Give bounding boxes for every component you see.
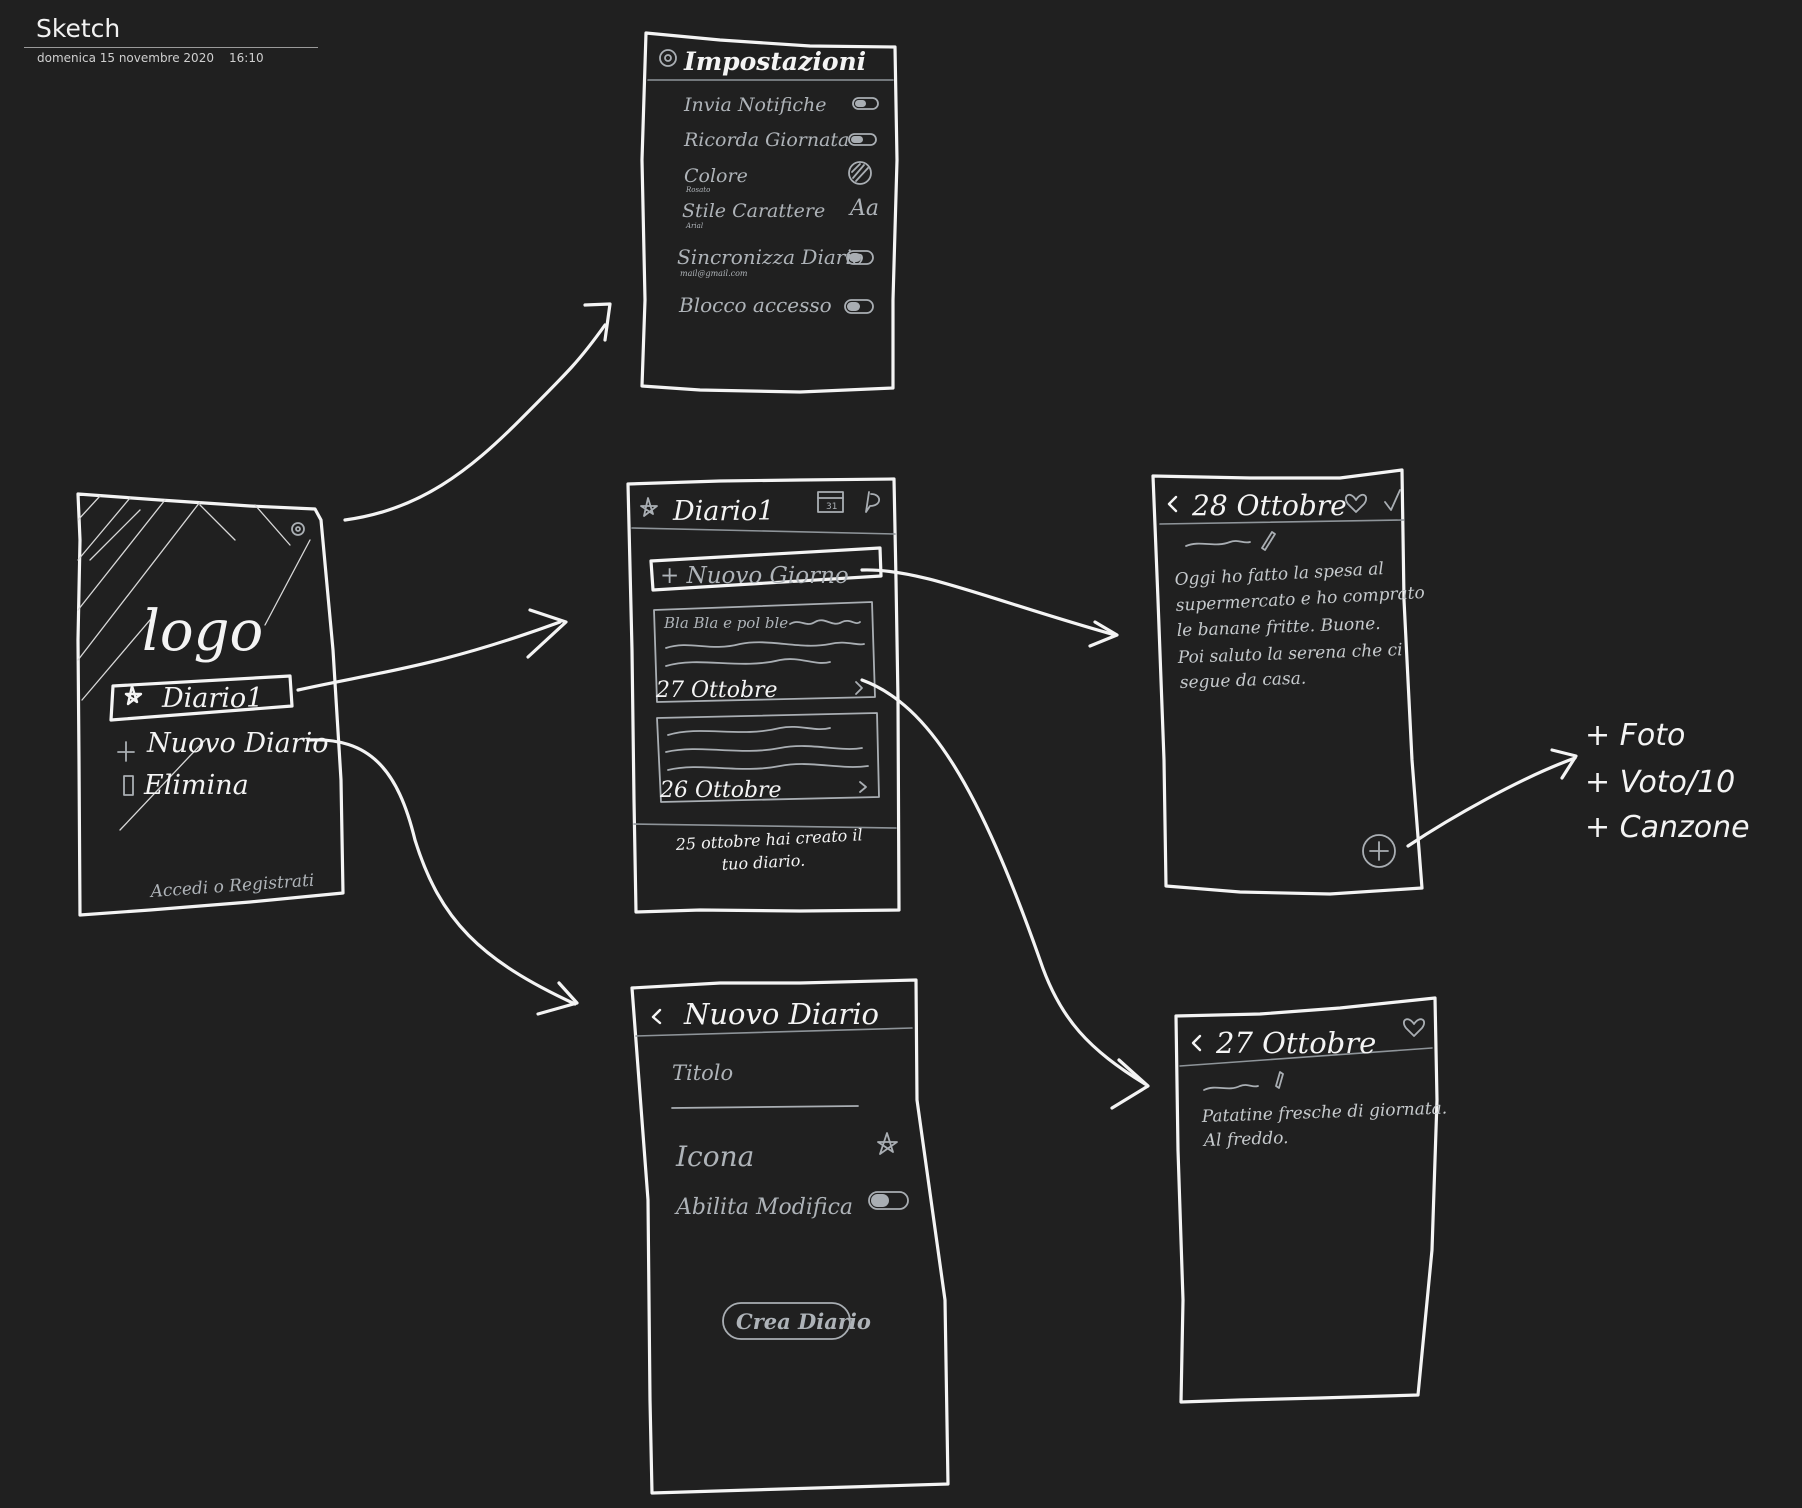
diary-screen-sketch: Diario1 31 + Nuovo Giorno Bla Bla e pol … — [626, 477, 901, 914]
arrow-home-to-diary — [296, 620, 562, 692]
settings-screen-sketch: Impostazioni Invia Notifiche Ricorda Gio… — [640, 31, 899, 394]
pencil-icon[interactable] — [1261, 531, 1276, 551]
settings-title: Impostazioni — [683, 47, 866, 76]
chevron-right-icon[interactable] — [859, 781, 867, 793]
new-diary-title: Nuovo Diario — [683, 997, 879, 1031]
back-arrow-icon[interactable] — [651, 1008, 662, 1025]
create-diary-label[interactable]: Crea Diario — [736, 1309, 871, 1334]
arrow-home-to-new-diary — [306, 738, 577, 1006]
settings-row-sub: Arial — [685, 222, 703, 230]
back-arrow-icon[interactable] — [1191, 1034, 1202, 1052]
add-icon[interactable] — [1362, 834, 1396, 868]
new-day-label[interactable]: + Nuovo Giorno — [660, 563, 849, 589]
settings-row-label: Ricorda Giornata — [683, 129, 849, 151]
page-title: Sketch — [36, 14, 121, 43]
heart-icon[interactable] — [1402, 1018, 1426, 1037]
arrow-entry-to-options — [1406, 756, 1577, 848]
new-diary-screen-sketch: Nuovo Diario Titolo Icona Abilita Modifi… — [630, 978, 950, 1495]
svg-text:31: 31 — [826, 502, 837, 512]
entry-title: 28 Ottobre — [1191, 489, 1347, 522]
home-screen-sketch: logo Diario1 Nuovo Diario Elimina Accedi… — [76, 492, 345, 917]
search-icon[interactable] — [865, 491, 881, 513]
arrow-diary-to-entry — [860, 568, 1117, 637]
diary-footer-line: tuo diario. — [721, 851, 805, 874]
settings-row-sub: mail@gmail.com — [680, 269, 748, 278]
title-divider — [24, 47, 318, 48]
font-style-control[interactable]: Aa — [848, 196, 879, 221]
settings-row-label: Colore — [684, 165, 748, 187]
title-field-label: Titolo — [672, 1061, 733, 1085]
page-date: domenica 15 novembre 2020 — [37, 51, 214, 65]
pencil-icon[interactable] — [1275, 1071, 1284, 1089]
entry-preview: Bla Bla e pol ble — [663, 614, 788, 632]
back-arrow-icon[interactable] — [1167, 495, 1178, 513]
flow-arrows — [296, 302, 1578, 1110]
entry-2-title: 27 Ottobre — [1215, 1026, 1376, 1060]
check-icon[interactable] — [1384, 489, 1401, 511]
entry-screen-sketch: 28 Ottobre Oggi ho fatto la spesa al sup… — [1151, 468, 1425, 896]
chevron-right-icon[interactable] — [855, 681, 863, 695]
diary-item-label[interactable]: Diario1 — [161, 683, 263, 714]
add-option[interactable]: + Canzone — [1585, 810, 1750, 845]
entry-2-text-line: Patatine fresche di giornata. — [1200, 1098, 1447, 1127]
entry-2-text-line: Al freddo. — [1201, 1128, 1288, 1151]
star-icon[interactable] — [877, 1132, 898, 1155]
gear-icon — [659, 49, 677, 67]
gear-icon[interactable] — [291, 522, 305, 536]
arrow-diary-to-entry-2 — [860, 678, 1147, 1086]
entry-card[interactable] — [653, 601, 876, 703]
create-diary-button[interactable] — [722, 1302, 851, 1340]
entry-screen-2-sketch: 27 Ottobre Patatine fresche di giornata.… — [1174, 996, 1447, 1404]
toggle-icon[interactable] — [852, 97, 879, 110]
logo-text: logo — [142, 599, 263, 664]
diary-title: Diario1 — [672, 496, 774, 527]
title-input[interactable] — [671, 1105, 859, 1109]
diary-footer-line: 25 ottobre hai creato il — [674, 825, 863, 854]
add-option[interactable]: + Foto — [1585, 718, 1685, 753]
page-time: 16:10 — [229, 51, 264, 65]
calendar-icon[interactable]: 31 — [817, 491, 844, 513]
delete-label[interactable]: Elimina — [143, 770, 249, 801]
entry-card[interactable] — [656, 712, 880, 803]
star-icon — [124, 684, 143, 706]
toggle-icon[interactable] — [868, 1191, 909, 1210]
new-diary-label[interactable]: Nuovo Diario — [146, 728, 329, 759]
color-swatch-icon[interactable] — [848, 161, 872, 185]
entry-text-line: le banane fritte. Buone. — [1176, 614, 1380, 641]
edit-field-label: Abilita Modifica — [674, 1195, 853, 1220]
toggle-icon[interactable] — [848, 133, 877, 146]
entry-text-line: Oggi ho fatto la spesa al — [1174, 559, 1384, 590]
new-day-button[interactable] — [649, 546, 883, 592]
logo-hatching — [77, 495, 311, 831]
entry-text-line: segue da casa. — [1179, 669, 1306, 693]
diary-item-highlight[interactable] — [109, 674, 294, 722]
heart-icon[interactable] — [1344, 493, 1368, 513]
plus-icon — [117, 741, 135, 762]
settings-row-sub: Rosato — [685, 186, 710, 194]
settings-row-label: Blocco accesso — [678, 293, 832, 317]
add-option[interactable]: + Voto/10 — [1585, 765, 1735, 800]
settings-row-label: Stile Carattere — [682, 200, 825, 222]
entry-text-line: Poi saluto la serena che ci — [1176, 640, 1402, 668]
toggle-icon[interactable] — [844, 299, 874, 314]
entry-date: 26 Ottobre — [659, 778, 782, 803]
star-icon — [640, 497, 658, 517]
settings-row-label: Invia Notifiche — [683, 94, 827, 116]
settings-row-label: Sincronizza Diario — [677, 245, 864, 269]
add-options: + Foto + Voto/10 + Canzone — [1585, 718, 1750, 845]
icon-field-label: Icona — [675, 1140, 754, 1173]
arrow-home-to-settings — [343, 323, 607, 522]
trash-icon — [123, 775, 134, 796]
entry-date: 27 Ottobre — [655, 678, 778, 703]
toggle-icon[interactable] — [846, 250, 874, 265]
